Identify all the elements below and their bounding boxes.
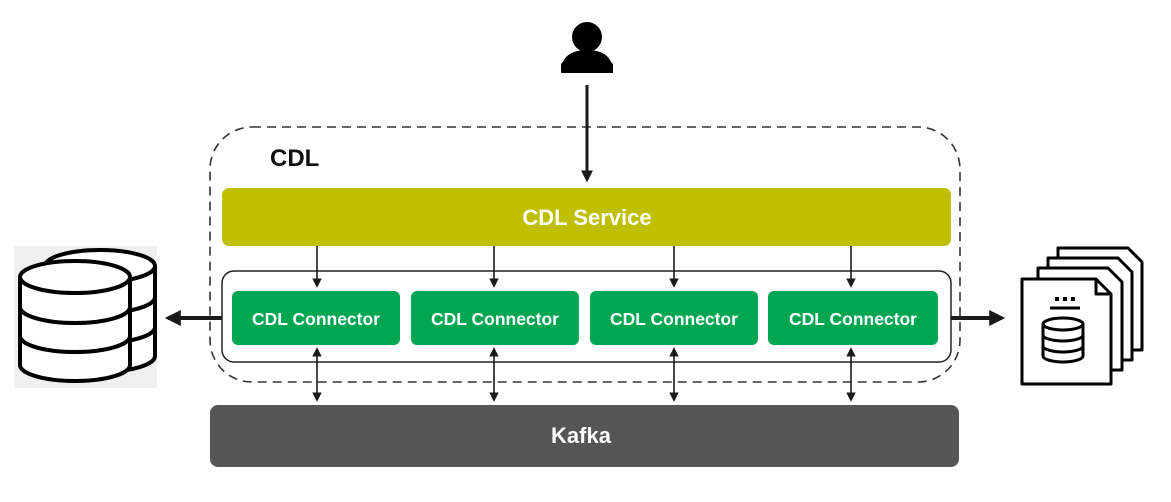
kafka-label: Kafka: [551, 423, 612, 448]
cdl-service-label: CDL Service: [522, 205, 651, 230]
cdl-service-box: [222, 188, 951, 246]
cdl-boundary-title: CDL: [270, 145, 319, 172]
connector-label-2: CDL Connector: [431, 309, 559, 329]
connector-box-4: CDL Connector: [768, 291, 938, 345]
connector-box-1: CDL Connector: [232, 291, 400, 345]
service-to-connector-arrows: [312, 246, 856, 288]
connector-box-2: CDL Connector: [411, 291, 579, 345]
connector-label-3: CDL Connector: [610, 309, 738, 329]
connector-box-3: CDL Connector: [590, 291, 758, 345]
user-icon: [561, 22, 613, 73]
connector-kafka-arrows: [312, 347, 856, 402]
data-documents-icon: [1020, 246, 1144, 386]
connector-label-1: CDL Connector: [252, 309, 380, 329]
database-stack-icon: [14, 246, 157, 388]
cdl-boundary: [209, 126, 961, 383]
connector-label-4: CDL Connector: [789, 309, 917, 329]
kafka-box: [210, 405, 959, 467]
